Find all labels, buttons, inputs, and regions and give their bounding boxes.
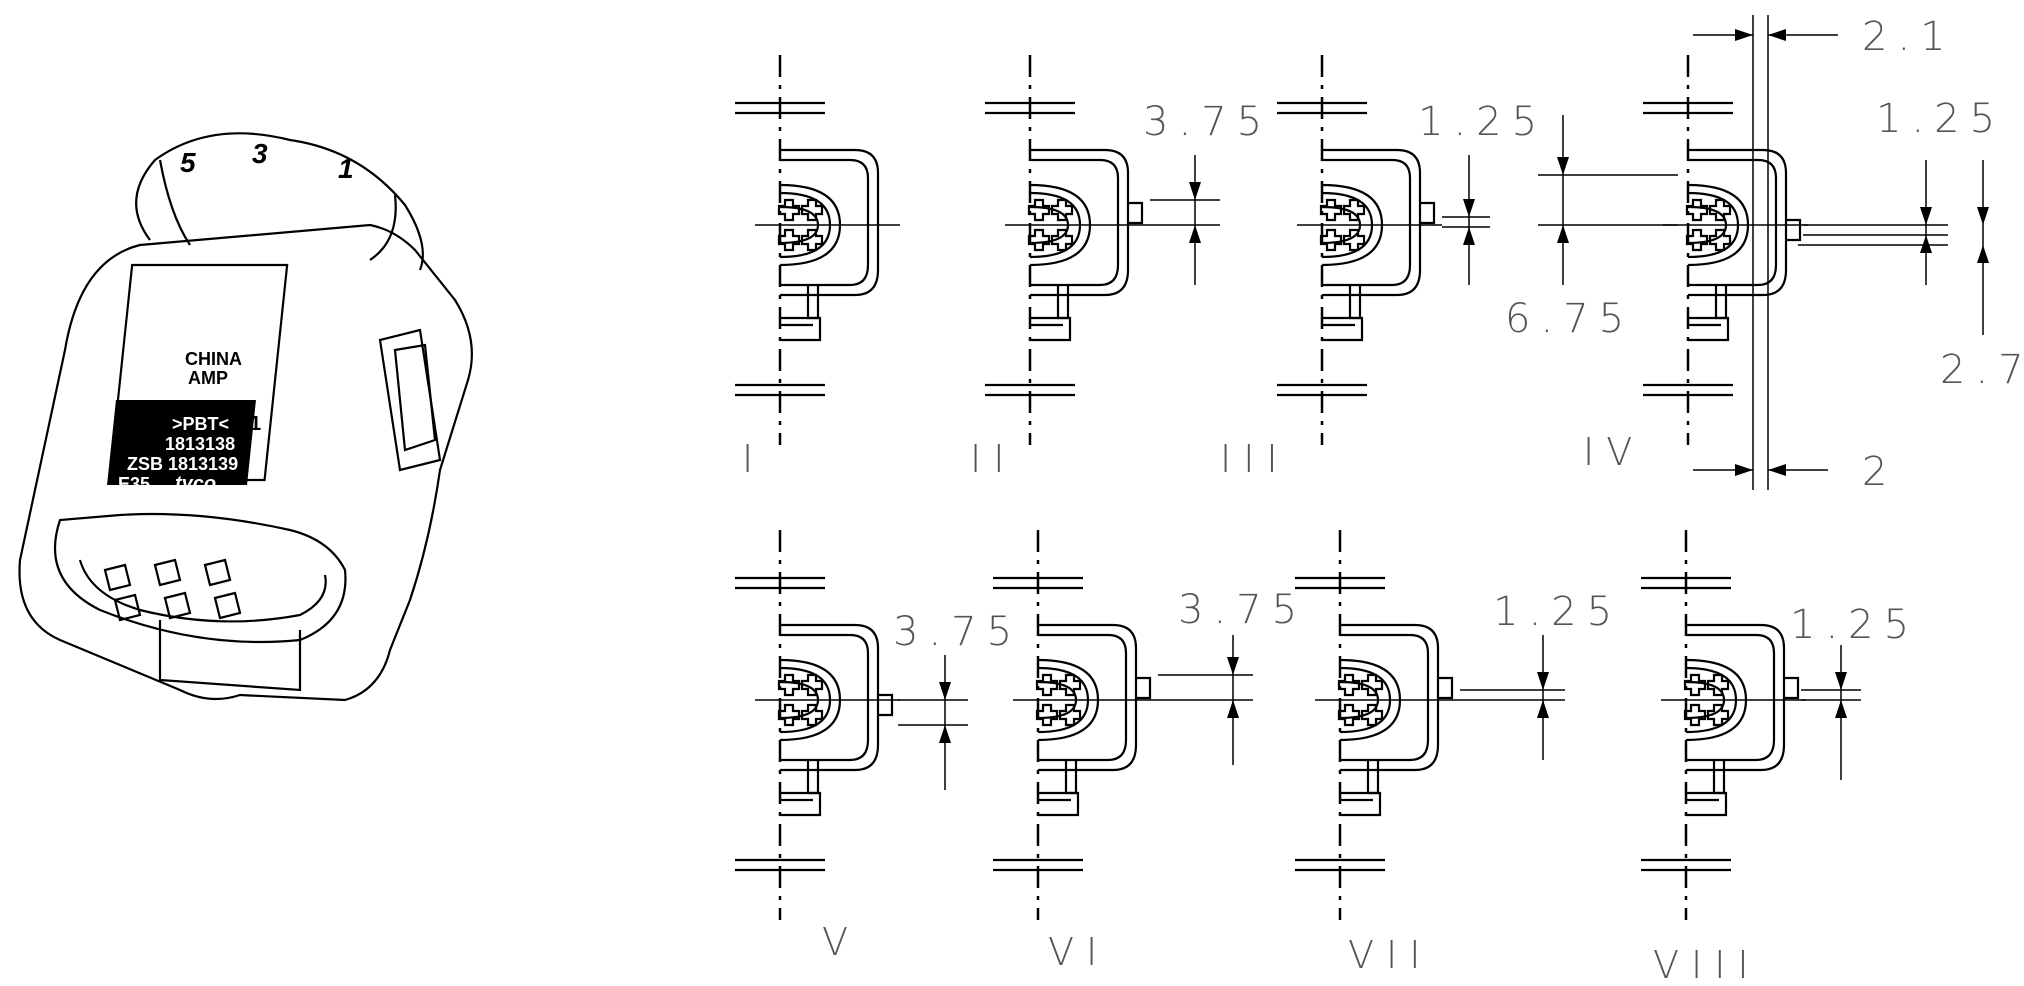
dimension-label: 2.1 xyxy=(1862,14,1956,60)
dial-number: 5 xyxy=(180,147,196,178)
variant-label: V xyxy=(822,920,860,964)
label-line: ZSB 1813139 xyxy=(127,454,238,474)
dimension-label: 1.25 xyxy=(1876,96,2005,142)
variant-I xyxy=(733,53,902,447)
dimension-label: 2.7 xyxy=(1940,347,2024,393)
variant-IV xyxy=(1538,15,1989,490)
label-line: AMP xyxy=(188,368,228,388)
dial-number: 3 xyxy=(252,138,268,169)
dial-number: 1 xyxy=(338,153,354,184)
variant-V xyxy=(733,528,968,922)
dimension-label: 1.25 xyxy=(1493,589,1622,635)
variant-label: IV xyxy=(1583,430,1644,474)
variant-label: I xyxy=(742,437,765,481)
variant-VI xyxy=(991,528,1253,922)
connector-isometric-view: 5 3 1 CHINA AMP >PBT< 1813138 ZSB 181313… xyxy=(18,132,473,702)
label-line: >PBT< xyxy=(172,414,229,434)
variant-label: VI xyxy=(1048,930,1109,974)
tyco-logo: tyco xyxy=(175,473,216,495)
dimension-label: 3.75 xyxy=(893,609,1022,655)
variant-label: VIII xyxy=(1653,943,1761,986)
connector-body xyxy=(18,223,473,702)
dimension-label: 1.25 xyxy=(1418,99,1547,145)
variant-VIII xyxy=(1639,528,1861,922)
label-line: E35 xyxy=(118,474,150,494)
dimension-label: 1.25 xyxy=(1790,602,1919,648)
variant-II xyxy=(983,53,1220,447)
face-ellipse-outer xyxy=(53,512,347,644)
variant-label: II xyxy=(970,437,1016,481)
dimension-label: 2 xyxy=(1862,449,1897,495)
variant-VII xyxy=(1293,528,1565,922)
pin-cavities xyxy=(103,558,242,622)
dimension-label: 6.75 xyxy=(1505,296,1634,342)
label-line: CHINA xyxy=(185,349,242,369)
dimension-label: 3.75 xyxy=(1178,587,1307,633)
variant-label: VII xyxy=(1348,933,1432,977)
variant-label: III xyxy=(1220,437,1290,481)
label-line: 1813138 xyxy=(165,434,235,454)
dimension-label: 3.75 xyxy=(1143,99,1272,145)
side-mark: 1 xyxy=(250,413,261,435)
variant-III xyxy=(1275,53,1490,447)
